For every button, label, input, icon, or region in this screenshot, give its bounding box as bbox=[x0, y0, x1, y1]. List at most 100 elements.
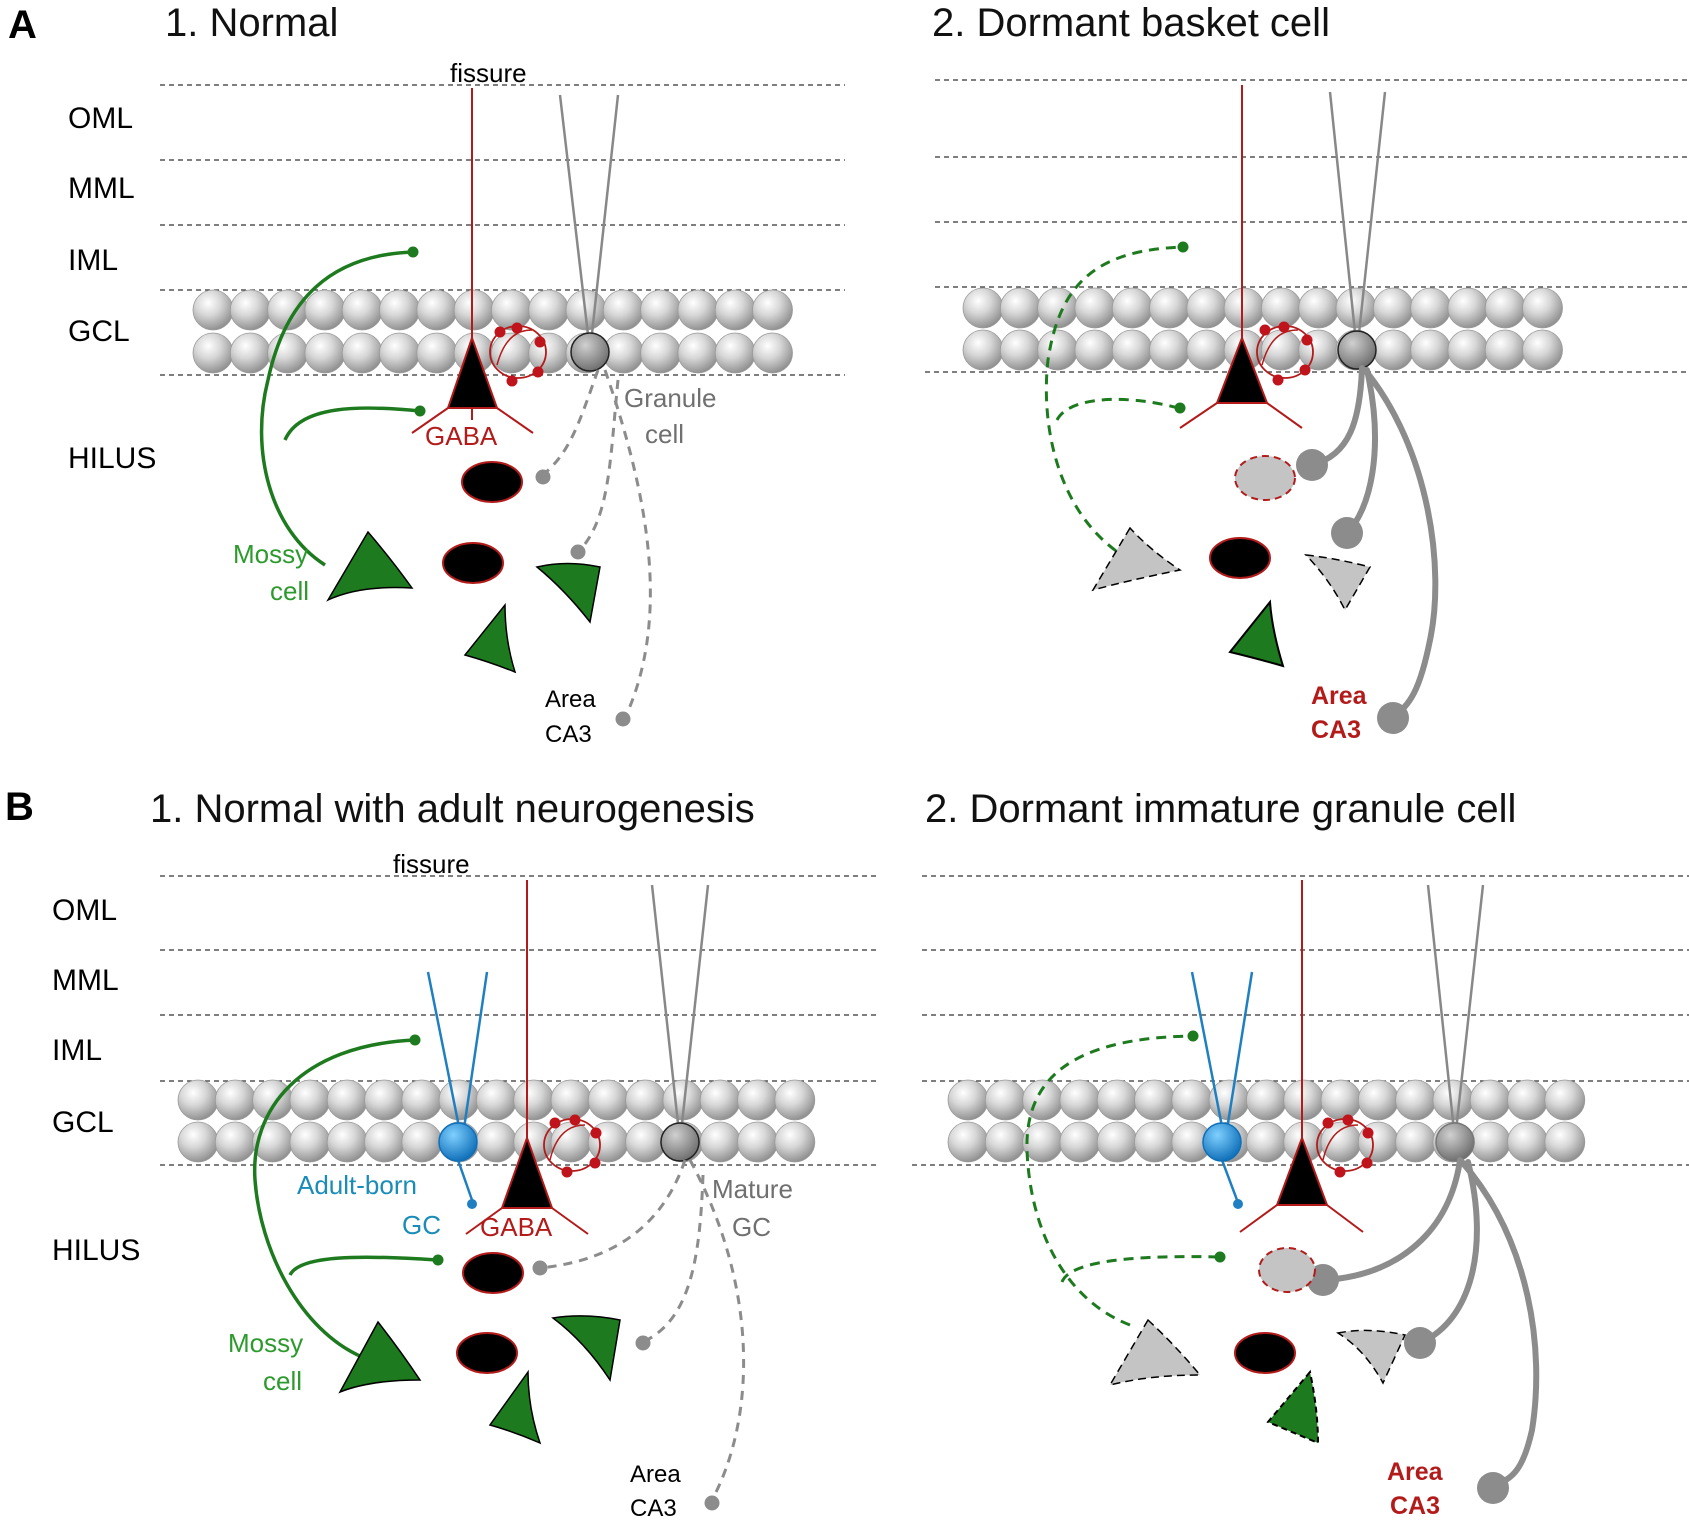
dormant-interneuron bbox=[1234, 455, 1296, 501]
granule-cell-sphere bbox=[1447, 329, 1489, 371]
granule-cell-sphere bbox=[1223, 287, 1265, 329]
granule-cell-sphere bbox=[177, 1079, 219, 1121]
granule-cell-sphere bbox=[1372, 329, 1414, 371]
granule-cell-soma bbox=[1337, 330, 1377, 370]
granule-cell-sphere bbox=[984, 1079, 1026, 1121]
mossy-cell-soma bbox=[1228, 599, 1285, 668]
granule-cell-sphere bbox=[192, 332, 234, 374]
dormant-mossy-cell bbox=[1108, 1318, 1202, 1387]
granule-cell-sphere bbox=[1410, 287, 1451, 329]
granule-cell-layer bbox=[947, 1079, 1586, 1163]
synapse-icon bbox=[1177, 241, 1189, 253]
area-label-line1: Area bbox=[1387, 1458, 1444, 1486]
granule-cell-sphere bbox=[1059, 1121, 1101, 1163]
granule-cell-sphere bbox=[1484, 287, 1526, 329]
granule-cell-sphere bbox=[1059, 1079, 1101, 1121]
area-label-line2: CA3 bbox=[630, 1495, 677, 1522]
granule-cell-sphere bbox=[737, 1121, 778, 1163]
layer-label-mml: MML bbox=[68, 172, 135, 205]
mossy-label-line2: cell bbox=[270, 576, 309, 606]
layer-label-gcl: GCL bbox=[52, 1106, 114, 1139]
mossy-axon-dormant bbox=[1044, 245, 1184, 562]
mature-gc-soma bbox=[660, 1122, 700, 1162]
layer-label-iml: IML bbox=[52, 1034, 102, 1067]
granule-cell-sphere bbox=[364, 1079, 405, 1121]
gaba-soma-icon bbox=[1275, 1135, 1329, 1206]
granule-cell-sphere bbox=[1134, 1079, 1175, 1121]
layer-label-oml: OML bbox=[68, 102, 133, 135]
granule-cell-sphere bbox=[602, 289, 644, 331]
mossy-cell-soma bbox=[488, 1369, 542, 1445]
granule-cell-sphere bbox=[289, 1121, 331, 1163]
granule-cell-sphere bbox=[699, 1079, 741, 1121]
fissure-label: fissure bbox=[393, 849, 470, 879]
granule-cell-sphere bbox=[1357, 1121, 1399, 1163]
layer-label-iml: IML bbox=[68, 244, 118, 277]
granule-cell-sphere bbox=[999, 329, 1041, 371]
area-label-line1: Area bbox=[630, 1461, 681, 1488]
synapse-icon bbox=[1233, 1199, 1243, 1209]
granule-cell-sphere bbox=[177, 1121, 219, 1163]
granule-cell-sphere bbox=[625, 1121, 666, 1163]
area-label-line2: CA3 bbox=[1390, 1492, 1440, 1520]
granule-cell-sphere bbox=[1484, 329, 1526, 371]
synapse-icon bbox=[1259, 324, 1271, 336]
granule-cell-sphere bbox=[475, 1079, 517, 1121]
layer-label-gcl: GCL bbox=[68, 315, 130, 348]
synapse-icon bbox=[535, 469, 551, 485]
granule-cell-sphere bbox=[1111, 287, 1153, 329]
adult-born-gc-soma bbox=[1202, 1122, 1242, 1162]
granule-cell-sphere bbox=[379, 289, 420, 331]
mossy-cell-soma bbox=[326, 530, 414, 602]
gaba-soma-icon bbox=[500, 1135, 554, 1209]
granule-cell-sphere bbox=[1261, 287, 1302, 329]
granule-cell-sphere bbox=[1522, 287, 1563, 329]
granule-cell-sphere bbox=[513, 1079, 555, 1121]
granule-cell-sphere bbox=[1096, 1079, 1138, 1121]
granule-cell-sphere bbox=[677, 289, 719, 331]
granule-cell-sphere bbox=[999, 287, 1041, 329]
synapse-icon bbox=[407, 246, 419, 258]
granule-cell-sphere bbox=[1283, 1079, 1325, 1121]
granule-cell-sphere bbox=[714, 332, 756, 374]
granule-cell-sphere bbox=[752, 289, 793, 331]
dormant-mossy-cell bbox=[1091, 526, 1182, 592]
granule-cell-sphere bbox=[304, 332, 346, 374]
layer-label-hilus: HILUS bbox=[52, 1234, 140, 1267]
granule-dendrites bbox=[1328, 91, 1387, 353]
mossy-axon-branch bbox=[283, 406, 421, 441]
granule-cell-sphere bbox=[1507, 1121, 1548, 1163]
mossy-label-line2: cell bbox=[263, 1366, 302, 1396]
granule-label-line2: cell bbox=[645, 419, 684, 449]
granule-cell-sphere bbox=[714, 289, 756, 331]
panel-b2-title: 2. Dormant immature granule cell bbox=[925, 787, 1516, 831]
panel-b-letter: B bbox=[5, 785, 34, 829]
adult-born-dendrites bbox=[426, 971, 489, 1143]
dormant-mossy-cell bbox=[1336, 1329, 1407, 1385]
granule-cell-sphere bbox=[252, 1079, 294, 1121]
dormant-mossy-cell bbox=[1304, 554, 1372, 612]
granule-cell-sphere bbox=[737, 1079, 778, 1121]
granule-cell-sphere bbox=[1410, 329, 1451, 371]
panel-b1-title: 1. Normal with adult neurogenesis bbox=[150, 787, 755, 831]
granule-cell-sphere bbox=[364, 1121, 405, 1163]
granule-cell-sphere bbox=[1507, 1079, 1548, 1121]
granule-cell-layer bbox=[177, 1079, 816, 1163]
granule-cell-sphere bbox=[1522, 329, 1563, 371]
mature-label-line1: Mature bbox=[712, 1174, 793, 1204]
panel-b1-normal-neurogenesis: 1. Normal with adult neurogenesis OML MM… bbox=[52, 787, 878, 1522]
mossy-cell-soma bbox=[463, 602, 517, 674]
layer-boundaries bbox=[160, 875, 878, 1166]
mossy-fiber-sprout bbox=[1309, 365, 1365, 468]
granule-cell-sphere bbox=[528, 289, 570, 331]
panel-b: B 1. Normal with adult neurogenesis OML … bbox=[5, 785, 1689, 1522]
panel-a2-title: 2. Dormant basket cell bbox=[932, 1, 1330, 45]
granule-cell-sphere bbox=[1037, 287, 1078, 329]
granule-cell-sphere bbox=[1096, 1121, 1138, 1163]
granule-cell-sphere bbox=[416, 289, 458, 331]
layer-label-mml: MML bbox=[52, 964, 119, 997]
area-label-line2: CA3 bbox=[545, 721, 592, 748]
granule-cell-sphere bbox=[416, 332, 458, 374]
granule-cell-sphere bbox=[1074, 287, 1116, 329]
